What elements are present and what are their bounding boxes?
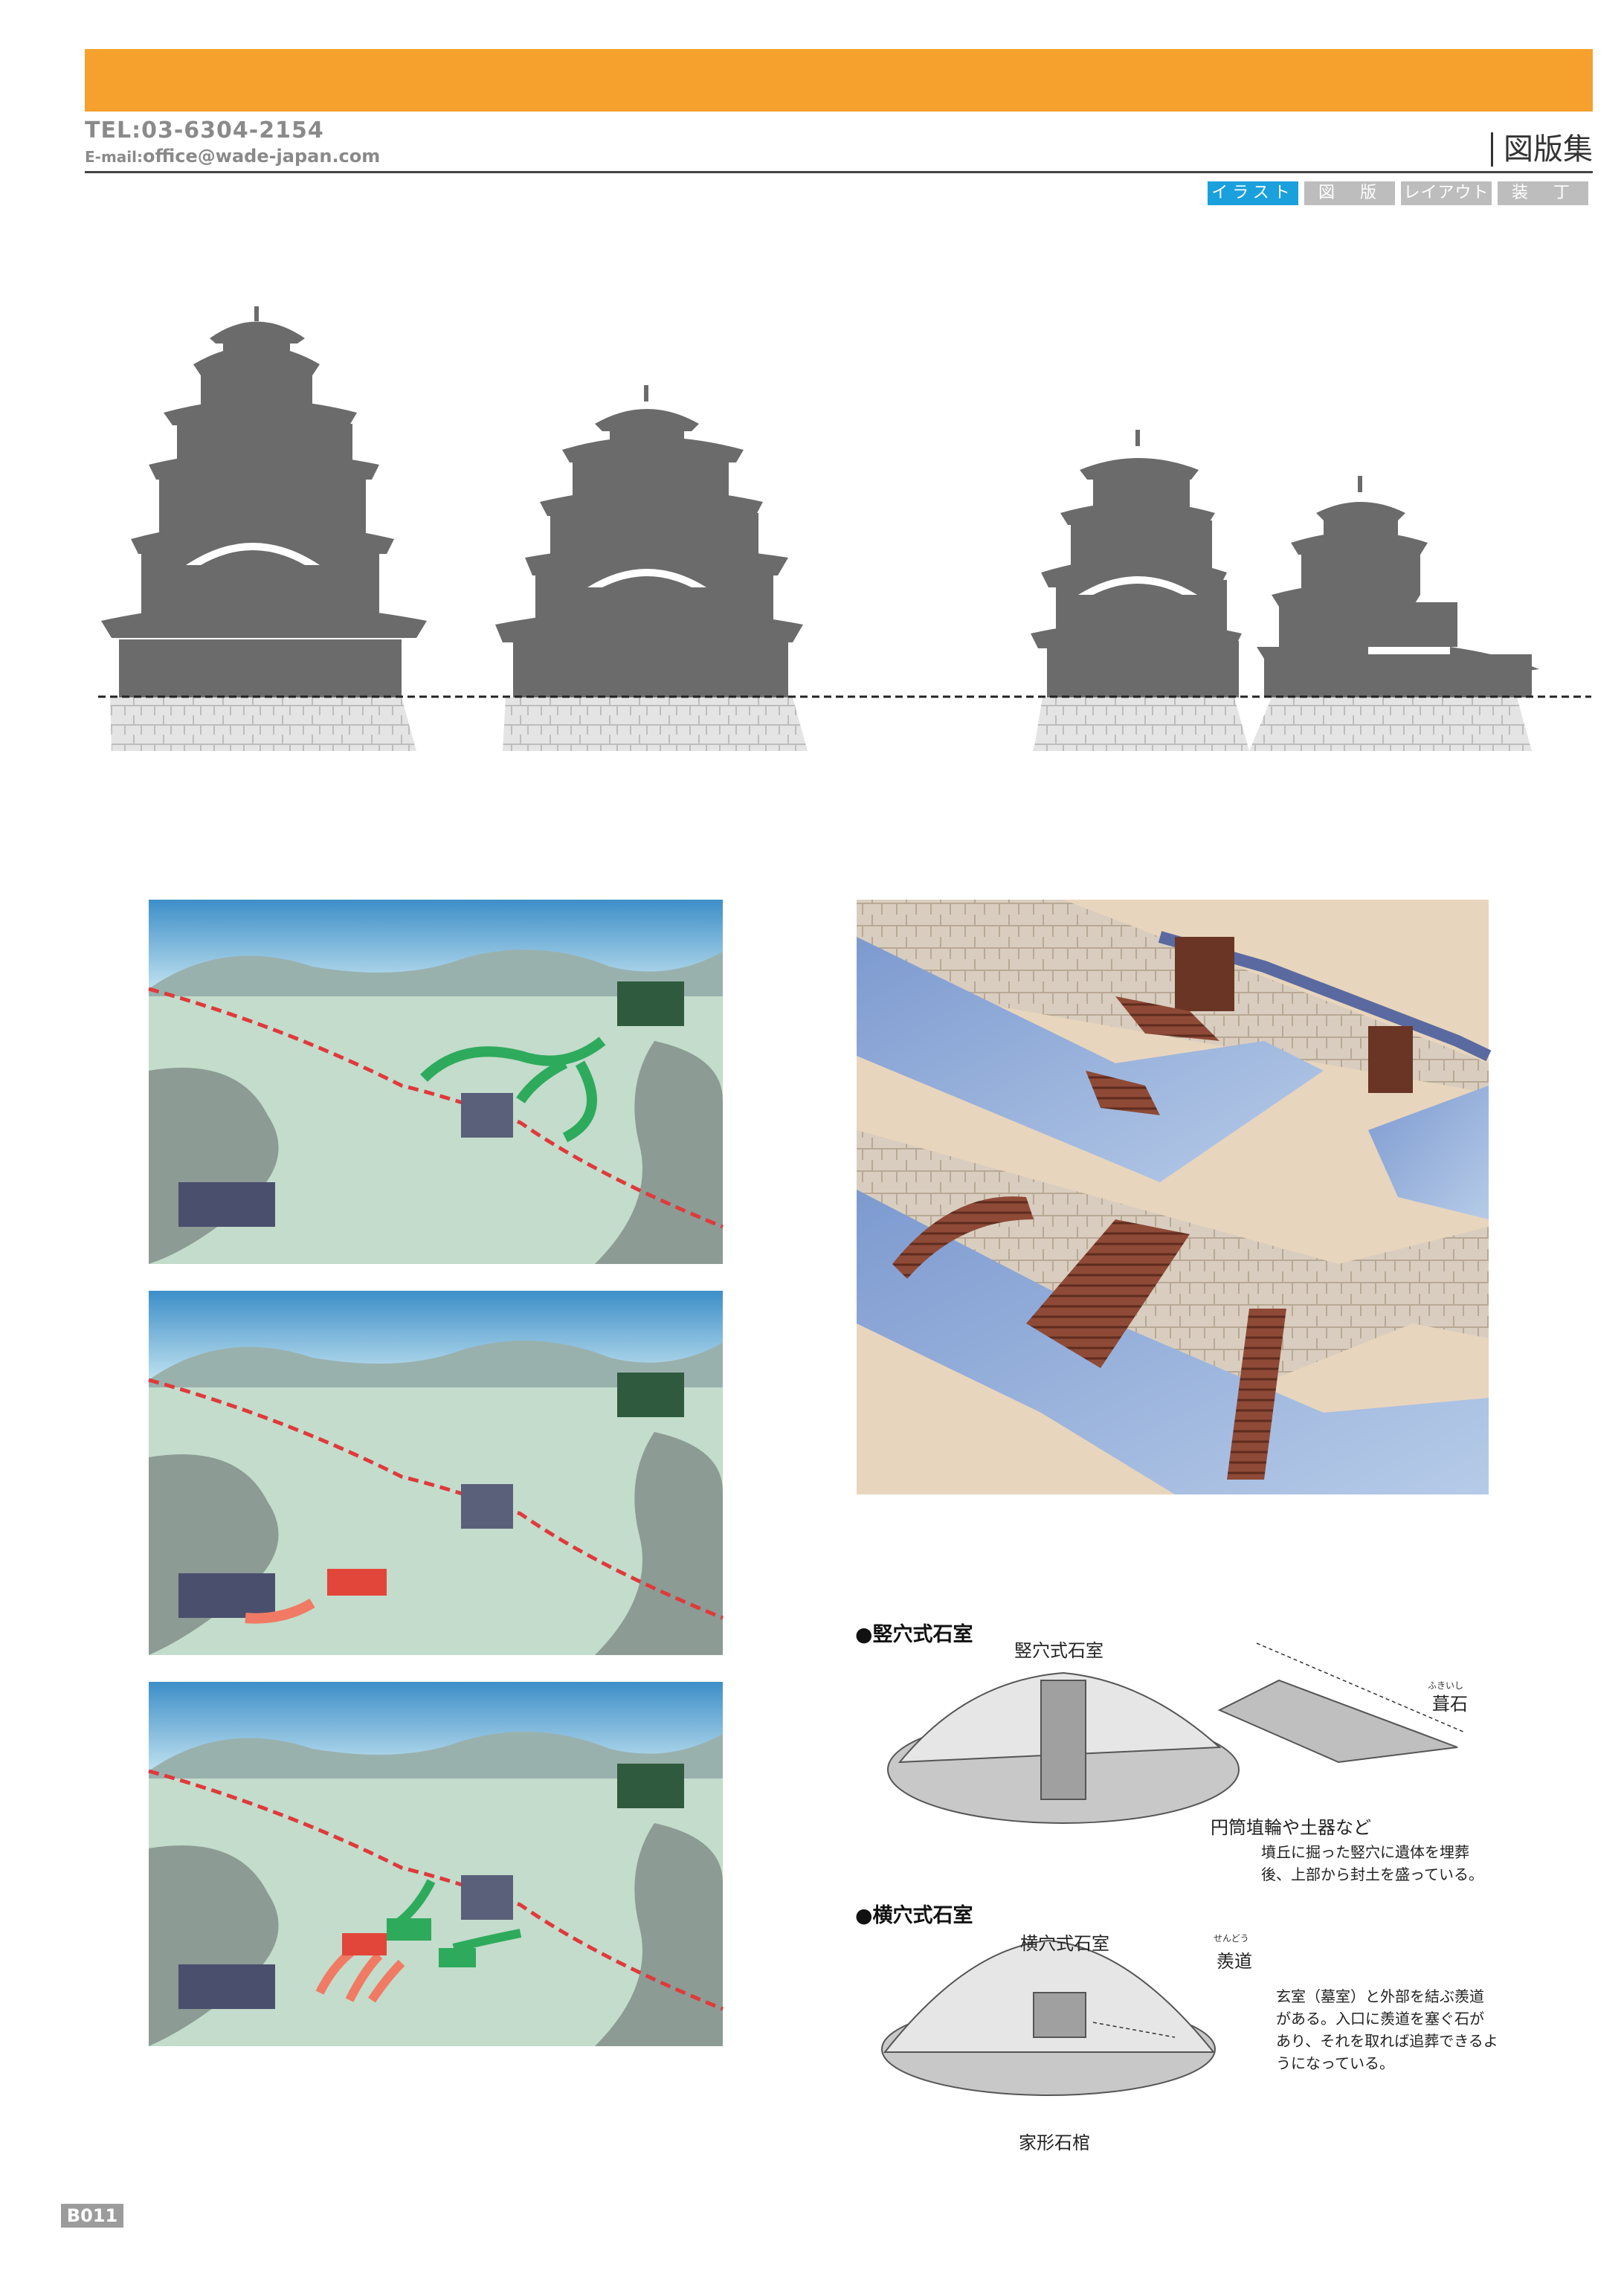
email-label: E-mail: bbox=[85, 148, 144, 166]
note-yokoana-line-1: 玄室（墓室）と外部を結ぶ羨道 bbox=[1276, 1987, 1484, 2005]
contact-email: E-mail:office@wade-japan.com bbox=[85, 146, 380, 167]
battle-panel-2 bbox=[148, 1291, 724, 1655]
page-id-badge: B011 bbox=[61, 2204, 123, 2228]
label-sendo: 羨道 bbox=[1217, 1951, 1252, 1972]
ruby-sendo: せんどう bbox=[1214, 1933, 1249, 1944]
header-divider bbox=[85, 171, 1593, 173]
battle-panel-3 bbox=[148, 1682, 724, 2046]
tab-figures[interactable]: 図 版 bbox=[1304, 181, 1395, 205]
tomb-diagram-tateana bbox=[887, 1642, 1466, 1824]
section-title: 図版集 bbox=[1491, 132, 1593, 167]
battle-panel-1 bbox=[148, 900, 724, 1264]
note-yokoana-line-2: がある。入口に羨道を塞ぐ石が bbox=[1276, 2010, 1484, 2028]
label-yokoana-chamber: 横穴式石室 bbox=[1020, 1933, 1109, 1954]
email-address: office@wade-japan.com bbox=[143, 146, 381, 167]
note-yokoana-line-4: うになっている。 bbox=[1276, 2054, 1394, 2072]
tab-binding[interactable]: 装 丁 bbox=[1498, 181, 1588, 205]
castle-silhouette-3 bbox=[1031, 430, 1249, 751]
tomb-diagram-yokoana bbox=[881, 1939, 1216, 2096]
castle-silhouette-2 bbox=[495, 385, 808, 751]
contact-phone: TEL:03-6304-2154 bbox=[85, 117, 324, 144]
label-haniwa: 円筒埴輪や土器など bbox=[1211, 1817, 1371, 1838]
castle-silhouette-1 bbox=[101, 306, 427, 751]
note-tateana: 墳丘に掘った竪穴に遺体を埋葬 後、上部から封土を盛っている。 bbox=[1261, 1841, 1483, 1886]
note-tateana-line-1: 墳丘に掘った竪穴に遺体を埋葬 bbox=[1261, 1843, 1469, 1861]
label-sarcophagus: 家形石棺 bbox=[1019, 2132, 1090, 2153]
castle-silhouettes bbox=[98, 306, 1591, 751]
tab-layout[interactable]: レイアウト bbox=[1401, 181, 1492, 205]
castle-silhouette-4 bbox=[1249, 476, 1539, 751]
castle-moat-bridges bbox=[857, 900, 1492, 1494]
note-yokoana-line-3: あり、それを取れば追葬できるよ bbox=[1276, 2032, 1498, 2050]
note-tateana-line-2: 後、上部から封土を盛っている。 bbox=[1261, 1866, 1483, 1883]
label-fukiishi: 葺石 bbox=[1432, 1694, 1468, 1715]
note-yokoana: 玄室（墓室）と外部を結ぶ羨道 がある。入口に羨道を塞ぐ石が あり、それを取れば追… bbox=[1276, 1985, 1498, 2074]
label-tateana-chamber: 竪穴式石室 bbox=[1014, 1640, 1103, 1661]
header-accent-bar bbox=[85, 49, 1593, 112]
heading-yokoana: ●横穴式石室 bbox=[855, 1904, 973, 1927]
tab-illustration[interactable]: イラスト bbox=[1208, 181, 1298, 205]
ruby-fukiishi: ふきいし bbox=[1428, 1680, 1464, 1691]
heading-tateana: ●竪穴式石室 bbox=[855, 1623, 973, 1646]
